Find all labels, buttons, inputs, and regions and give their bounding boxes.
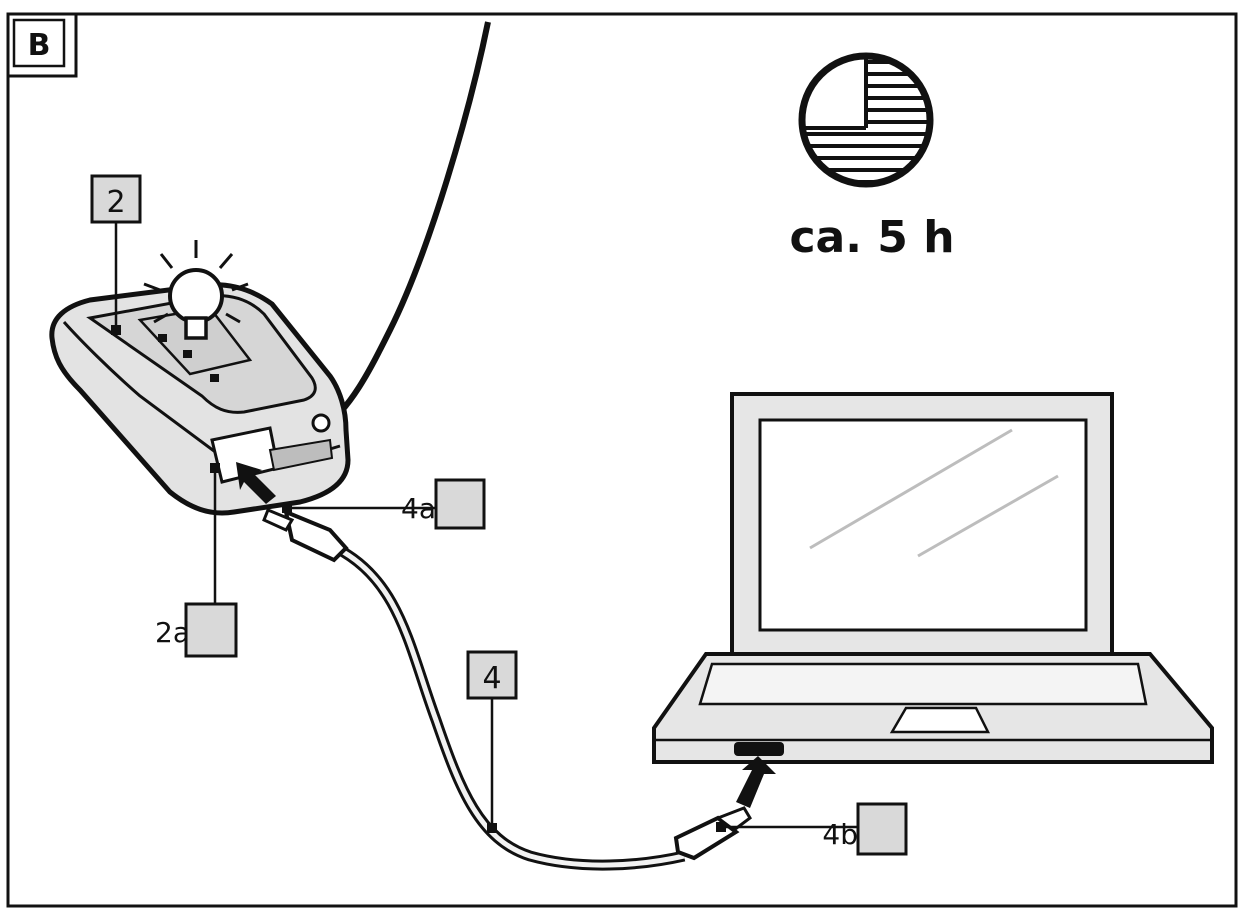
duration-label: ca. 5 h — [789, 212, 954, 263]
callout-cable: 4 — [466, 650, 518, 833]
svg-text:4b: 4b — [822, 818, 858, 851]
figure-frame — [6, 12, 1238, 908]
panel-letter: B — [28, 28, 51, 63]
callout-cable-plug-laptop: 4b — [716, 802, 908, 856]
svg-text:2a: 2a — [155, 616, 190, 649]
insert-arrow-device — [236, 462, 276, 504]
panel-letter-box: B — [6, 12, 78, 78]
laptop-usb-port — [734, 742, 784, 756]
laptop — [652, 392, 1214, 764]
clock-quarter-shaded-icon — [798, 52, 934, 188]
strap-cord — [320, 21, 491, 431]
svg-text:4a: 4a — [401, 492, 436, 525]
cable-plug-device — [283, 508, 349, 563]
callout-cable-plug-device: 4a — [282, 478, 486, 530]
svg-text:4: 4 — [482, 661, 501, 696]
callout-device: 2 — [90, 174, 142, 335]
callout-device-port: 2a — [155, 463, 238, 658]
svg-text:2: 2 — [106, 185, 125, 220]
light-bulb-icon — [143, 240, 249, 340]
insert-arrow-laptop — [736, 756, 776, 808]
power-device — [49, 282, 351, 516]
